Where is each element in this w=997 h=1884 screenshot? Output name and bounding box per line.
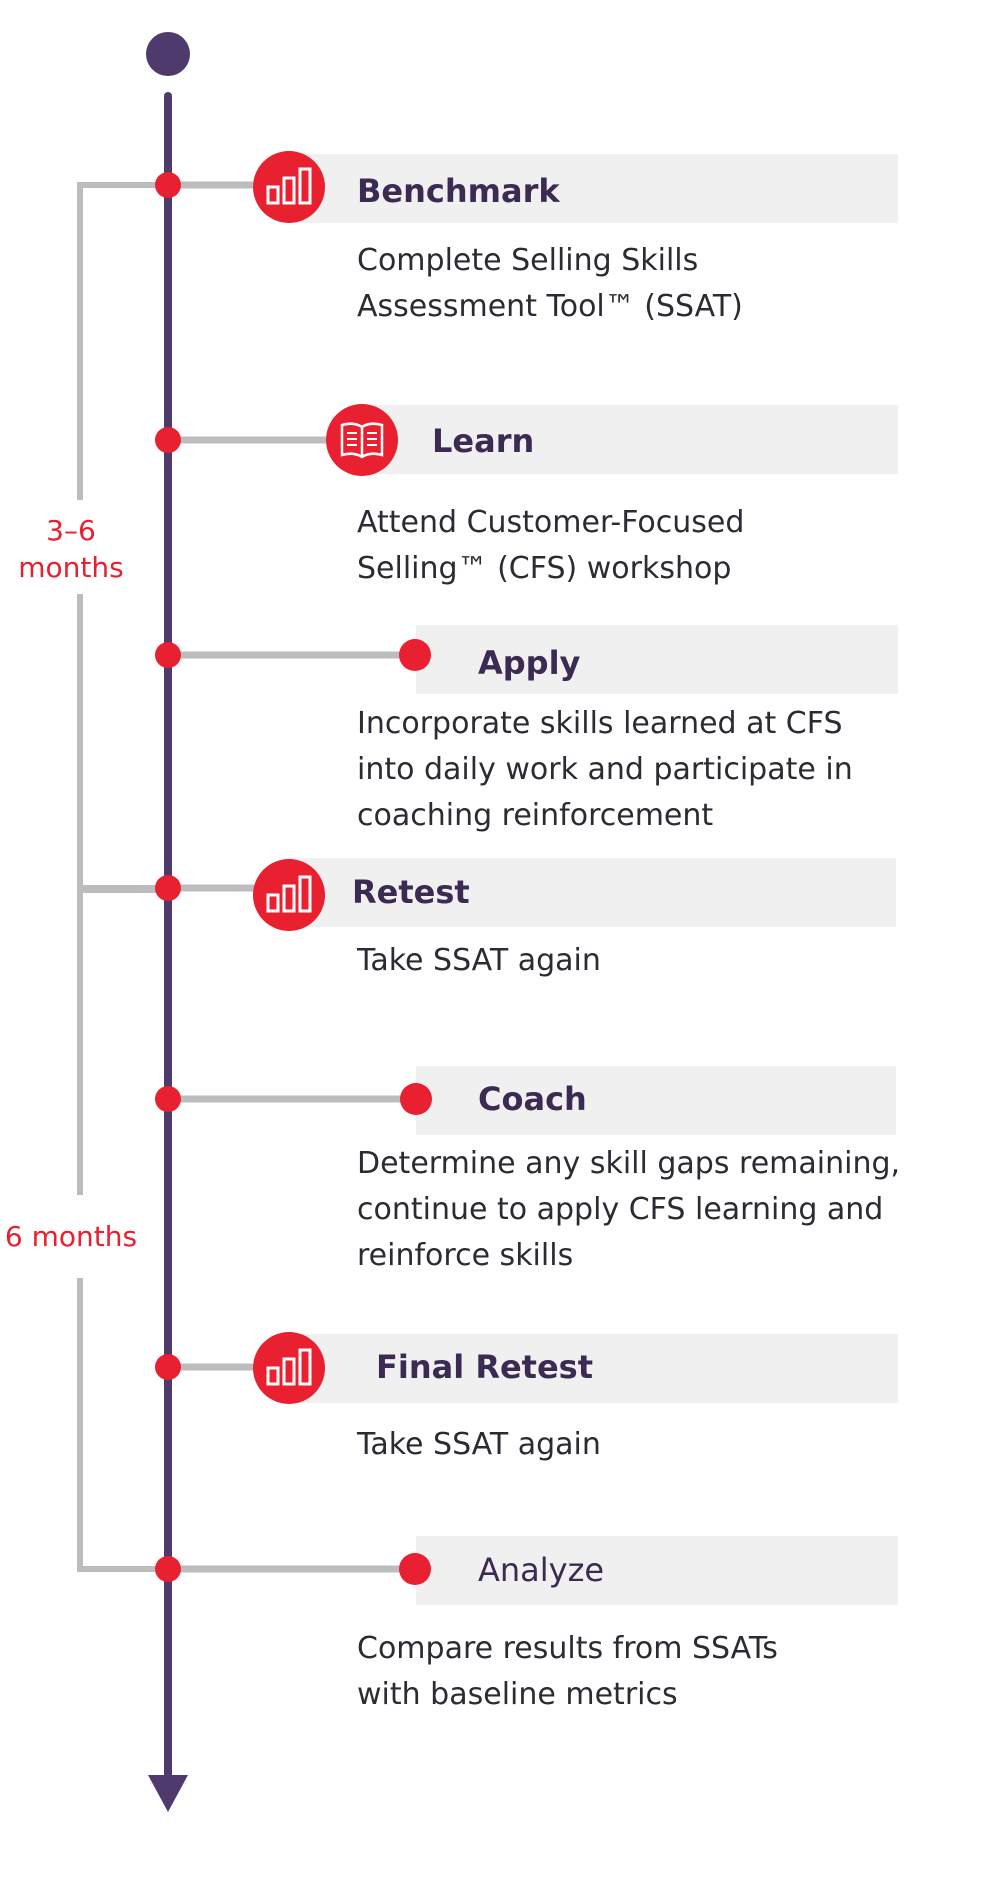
timeline-dot-final-retest	[155, 1354, 181, 1380]
step-band-benchmark	[290, 154, 898, 223]
description-line: Attend Customer-Focused	[357, 505, 745, 540]
range-bracket-2	[77, 887, 168, 1572]
range-label-line: months	[18, 551, 124, 584]
step-band-retest	[290, 858, 896, 927]
description-line: coaching reinforcement	[357, 798, 714, 833]
step-description-analyze: Compare results from SSATs with baseline…	[357, 1626, 778, 1718]
description-line: Determine any skill gaps remaining,	[357, 1146, 901, 1181]
step-dot-apply	[399, 639, 431, 671]
step-title-coach: Coach	[478, 1080, 587, 1118]
description-line: Assessment Tool™ (SSAT)	[357, 289, 743, 324]
description-line: Take SSAT again	[357, 943, 601, 978]
bar-chart-icon	[253, 859, 325, 931]
step-band-learn	[362, 405, 898, 474]
description-line: Compare results from SSATs	[357, 1631, 778, 1666]
timeline-arrowhead	[148, 1775, 188, 1812]
step-description-benchmark: Complete Selling Skills Assessment Tool™…	[357, 238, 743, 330]
description-line: Incorporate skills learned at CFS	[357, 706, 843, 741]
bar-chart-icon	[253, 151, 325, 223]
timeline-dot-apply	[155, 642, 181, 668]
timeline-dot-retest	[155, 875, 181, 901]
step-description-retest: Take SSAT again	[357, 938, 601, 984]
step-title-retest: Retest	[352, 873, 470, 911]
step-description-learn: Attend Customer-Focused Selling™ (CFS) w…	[357, 500, 744, 592]
timeline-dot-analyze	[155, 1556, 181, 1582]
description-line: continue to apply CFS learning and	[357, 1192, 884, 1227]
step-description-final-retest: Take SSAT again	[357, 1422, 601, 1468]
timeline-dot-coach	[155, 1086, 181, 1112]
step-title-final-retest: Final Retest	[376, 1348, 593, 1386]
bar-chart-icon	[253, 1332, 325, 1404]
description-line: Complete Selling Skills	[357, 243, 699, 278]
step-band-coach	[416, 1066, 896, 1135]
step-band-apply	[416, 625, 898, 694]
step-dot-analyze	[399, 1553, 431, 1585]
step-title-analyze: Analyze	[478, 1551, 605, 1589]
step-description-coach: Determine any skill gaps remaining, cont…	[357, 1141, 900, 1279]
description-line: Take SSAT again	[357, 1427, 601, 1462]
description-line: reinforce skills	[357, 1238, 574, 1273]
description-line: with baseline metrics	[357, 1677, 678, 1712]
step-band-analyze	[416, 1536, 898, 1605]
range-label-line: 3–6	[46, 514, 96, 547]
step-dot-coach	[400, 1083, 432, 1115]
timeline-dot-learn	[155, 427, 181, 453]
range-label-line: 6 months	[4, 1220, 138, 1253]
step-title-benchmark: Benchmark	[357, 172, 560, 210]
range-label-6-months: 6 months	[0, 1218, 142, 1255]
range-label-3-6-months: 3–6 months	[0, 512, 142, 586]
timeline-dot-benchmark	[155, 172, 181, 198]
description-line: Selling™ (CFS) workshop	[357, 551, 732, 586]
step-title-apply: Apply	[478, 644, 581, 682]
book-icon	[326, 404, 398, 476]
description-line: into daily work and participate in	[357, 752, 853, 787]
step-title-learn: Learn	[432, 422, 535, 460]
step-band-final-retest	[290, 1334, 898, 1403]
timeline-start-dot	[146, 32, 190, 76]
step-description-apply: Incorporate skills learned at CFS into d…	[357, 701, 853, 839]
